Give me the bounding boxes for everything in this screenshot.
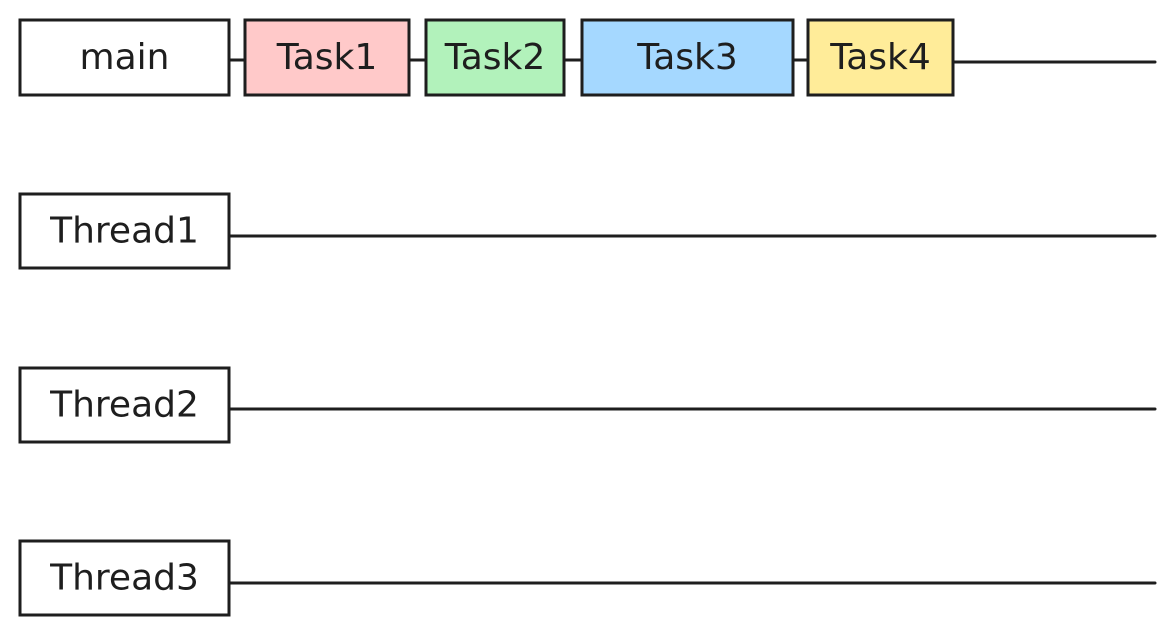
main-label: main (80, 37, 170, 78)
task3-label: Task3 (636, 37, 738, 78)
thread3-row: Thread3 (18, 539, 1157, 617)
thread1-label: Thread1 (49, 211, 199, 252)
task3-rect (580, 18, 795, 97)
thread1-box-rect (18, 192, 231, 270)
task2-label: Task2 (444, 37, 546, 78)
thread2-box-rect (18, 366, 231, 444)
thread3-label: Thread3 (49, 558, 199, 599)
task-box-3: Task3 (580, 18, 795, 97)
thread2-row: Thread2 (18, 366, 1157, 444)
task4-rect (806, 18, 955, 97)
task1-label: Task1 (276, 37, 378, 78)
task-box-2: Task2 (424, 18, 566, 97)
task4-label: Task4 (829, 37, 931, 78)
task-box-4: Task4 (806, 18, 955, 97)
main-box-rect (18, 18, 231, 97)
task1-rect (243, 18, 411, 97)
task2-rect (424, 18, 566, 97)
task-box-1: Task1 (243, 18, 411, 97)
thread1-row: Thread1 (18, 192, 1157, 270)
main-row: main Task1 Task2 Task3 Task4 (18, 18, 1157, 97)
thread2-label: Thread2 (49, 385, 199, 426)
main-box: main (18, 18, 231, 97)
thread3-box-rect (18, 539, 231, 617)
